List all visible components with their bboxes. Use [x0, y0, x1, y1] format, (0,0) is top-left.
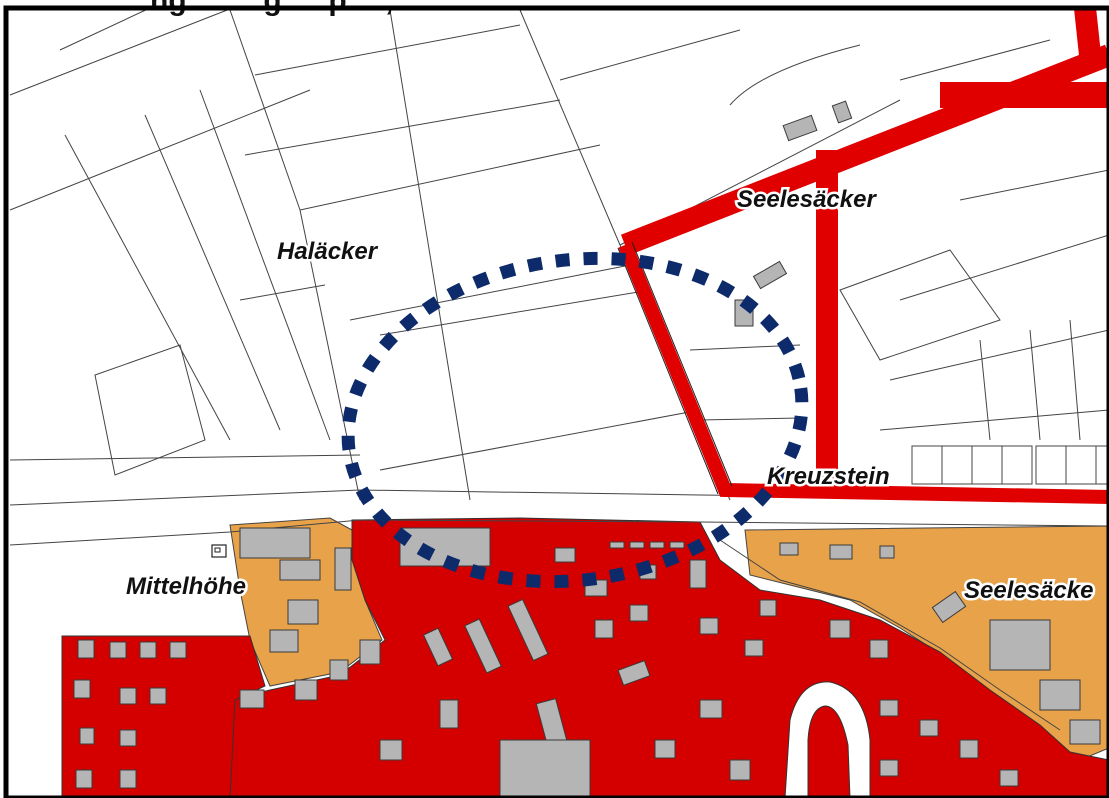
side-road-south — [719, 539, 1061, 731]
label-kreuzstein: Kreuzstein — [767, 463, 890, 490]
parcel-lines — [9, 4, 1109, 501]
red-area-west — [61, 635, 266, 798]
planned-road-top — [1074, 6, 1101, 57]
main-road-edge-south — [9, 519, 1109, 546]
planned-road-ring — [618, 242, 1109, 504]
label-seelesacker-north: Seelesäcker — [737, 186, 877, 213]
terrace-parcels — [911, 445, 1109, 485]
label-halacker: Haläcker — [277, 238, 379, 265]
study-area-marker — [341, 251, 809, 589]
label-seelesacker-east: Seelesäcke — [964, 577, 1093, 604]
small-building-symbol-icon — [211, 544, 227, 558]
planned-roads — [618, 6, 1109, 504]
road-loop-white — [784, 681, 871, 798]
dotted-ellipse-marker — [341, 251, 809, 589]
planned-roads-outline — [617, 241, 733, 495]
label-mittelhohe: Mittelhöhe — [126, 573, 246, 600]
place-labels: Haläcker Seelesäcker Kreuzstein Mittelhö… — [124, 184, 1096, 607]
map-frame — [3, 5, 1109, 798]
